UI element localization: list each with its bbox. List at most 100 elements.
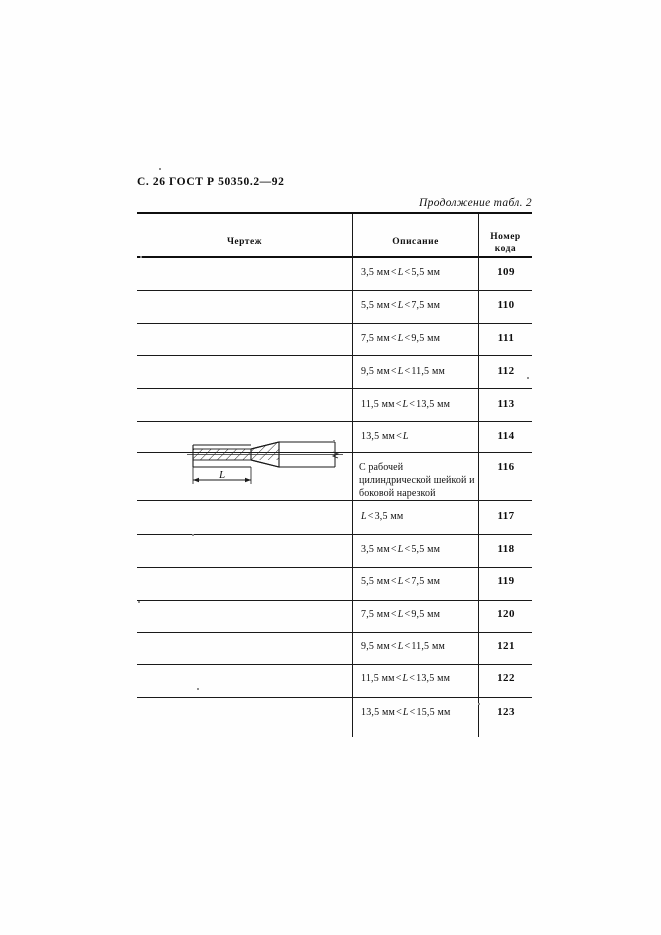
- desc-lt-left: <: [390, 267, 397, 278]
- row-separator: [137, 421, 532, 422]
- code-cell: 112: [497, 365, 515, 377]
- code-cell: 111: [497, 332, 515, 344]
- desc-post: 7,5 мм: [411, 300, 441, 311]
- desc-pre: 9,5 мм: [361, 641, 390, 652]
- column-divider-description-code: [478, 214, 479, 737]
- desc-pre: 3,5 мм: [361, 544, 390, 555]
- desc-lt-right: <: [404, 576, 411, 587]
- desc-post: 13,5 мм: [416, 399, 451, 410]
- scan-speck: [197, 688, 199, 690]
- row-separator: [137, 600, 532, 601]
- scan-speck: [138, 601, 140, 603]
- desc-lt-right: <: [409, 673, 416, 684]
- code-cell: 122: [497, 672, 515, 684]
- row-separator: [137, 290, 532, 291]
- desc-pre: 9,5 мм: [361, 366, 390, 377]
- desc-post: 3,5 мм: [374, 511, 404, 522]
- row-separator: [137, 534, 532, 535]
- desc-pre: 5,5 мм: [361, 300, 390, 311]
- code-cell: 120: [497, 608, 515, 620]
- desc-lt-left: <: [390, 544, 397, 555]
- description-cell: 7,5 мм<L<9,5 мм: [361, 333, 475, 344]
- description-cell: 7,5 мм<L<9,5 мм: [361, 609, 475, 620]
- desc-lt-right: <: [404, 300, 411, 311]
- code-cell: 119: [497, 575, 515, 587]
- desc-pre: 11,5 мм: [361, 673, 395, 684]
- desc-lt-right: <: [409, 399, 416, 410]
- desc-variable: L: [402, 431, 409, 442]
- desc-post: 13,5 мм: [416, 673, 451, 684]
- description-cell: 13,5 мм<L<15,5 мм: [361, 707, 475, 718]
- desc-variable: L: [397, 609, 404, 620]
- desc-lt-right: <: [409, 707, 416, 718]
- table-continuation-caption: Продолжение табл. 2: [419, 197, 532, 209]
- desc-lt-right: <: [404, 333, 411, 344]
- desc-lt-left: <: [390, 300, 397, 311]
- description-cell: 11,5 мм<L<13,5 мм: [361, 673, 475, 684]
- desc-lt-right: <: [404, 366, 411, 377]
- column-header-code-line1: Номер: [490, 232, 521, 242]
- code-cell: 121: [497, 640, 515, 652]
- code-cell: 109: [497, 266, 515, 278]
- desc-lt-right: <: [367, 511, 374, 522]
- scan-speck: [478, 703, 480, 705]
- scan-speck: [159, 168, 161, 170]
- desc-text: С рабочей цилиндрической шейкой и боково…: [359, 462, 475, 499]
- code-cell: 118: [497, 543, 515, 555]
- header-bottom-border: [137, 256, 532, 258]
- row-separator: [137, 388, 532, 389]
- description-cell: 9,5 мм<L<11,5 мм: [361, 641, 475, 652]
- column-header-code: Номер кода: [479, 232, 532, 256]
- desc-pre: 7,5 мм: [361, 609, 390, 620]
- row-separator: [137, 500, 532, 501]
- desc-lt-left: <: [390, 333, 397, 344]
- desc-pre: 5,5 мм: [361, 576, 390, 587]
- code-cell: 123: [497, 706, 515, 718]
- desc-lt-left: <: [396, 431, 402, 442]
- description-cell: 5,5 мм<L<7,5 мм: [361, 576, 475, 587]
- desc-post: 11,5 мм: [411, 366, 445, 377]
- desc-variable: L: [397, 544, 404, 555]
- desc-variable: L: [402, 399, 409, 410]
- desc-variable: L: [402, 673, 409, 684]
- scan-speck: [140, 256, 142, 258]
- code-cell: 113: [497, 398, 515, 410]
- description-cell: 9,5 мм<L<11,5 мм: [361, 366, 475, 377]
- table-2-continued: Чертеж Описание Номер кода 3,5 мм<L<5,5 …: [137, 212, 532, 737]
- scan-speck: [333, 440, 335, 442]
- desc-lt-right: <: [404, 544, 411, 555]
- desc-variable: L: [402, 707, 409, 718]
- description-cell: 3,5 мм<L<5,5 мм: [361, 544, 475, 555]
- row-separator: [137, 323, 532, 324]
- desc-lt-right: <: [404, 267, 411, 278]
- desc-post: 9,5 мм: [411, 609, 441, 620]
- row-separator: [137, 697, 532, 698]
- desc-post: 9,5 мм: [411, 333, 441, 344]
- desc-post: 5,5 мм: [411, 544, 441, 555]
- scan-speck: [527, 377, 529, 379]
- row-separator: [137, 632, 532, 633]
- technical-drawing-pin-with-cylindrical-neck: L: [175, 434, 385, 494]
- desc-post: 15,5 мм: [416, 707, 451, 718]
- desc-variable: L: [361, 511, 367, 522]
- desc-variable: L: [397, 300, 404, 311]
- description-cell: 11,5 мм<L<13,5 мм: [361, 399, 475, 410]
- desc-post: 5,5 мм: [411, 267, 441, 278]
- code-cell: 116: [497, 461, 515, 473]
- desc-lt-left: <: [396, 707, 402, 718]
- dimension-label-L: L: [218, 469, 225, 481]
- desc-lt-left: <: [390, 609, 397, 620]
- desc-variable: L: [397, 267, 404, 278]
- description-cell: 5,5 мм<L<7,5 мм: [361, 300, 475, 311]
- column-divider-drawing-description: [352, 214, 353, 737]
- code-cell: 114: [497, 430, 515, 442]
- description-cell: L<3,5 мм: [361, 511, 475, 522]
- row-separator: [137, 567, 532, 568]
- description-cell: 13,5 мм<L: [361, 431, 475, 442]
- code-cell: 117: [497, 510, 515, 522]
- code-cell: 110: [497, 299, 515, 311]
- running-head: С. 26 ГОСТ Р 50350.2—92: [137, 176, 285, 188]
- desc-lt-left: <: [390, 576, 397, 587]
- description-cell: 3,5 мм<L<5,5 мм: [361, 267, 475, 278]
